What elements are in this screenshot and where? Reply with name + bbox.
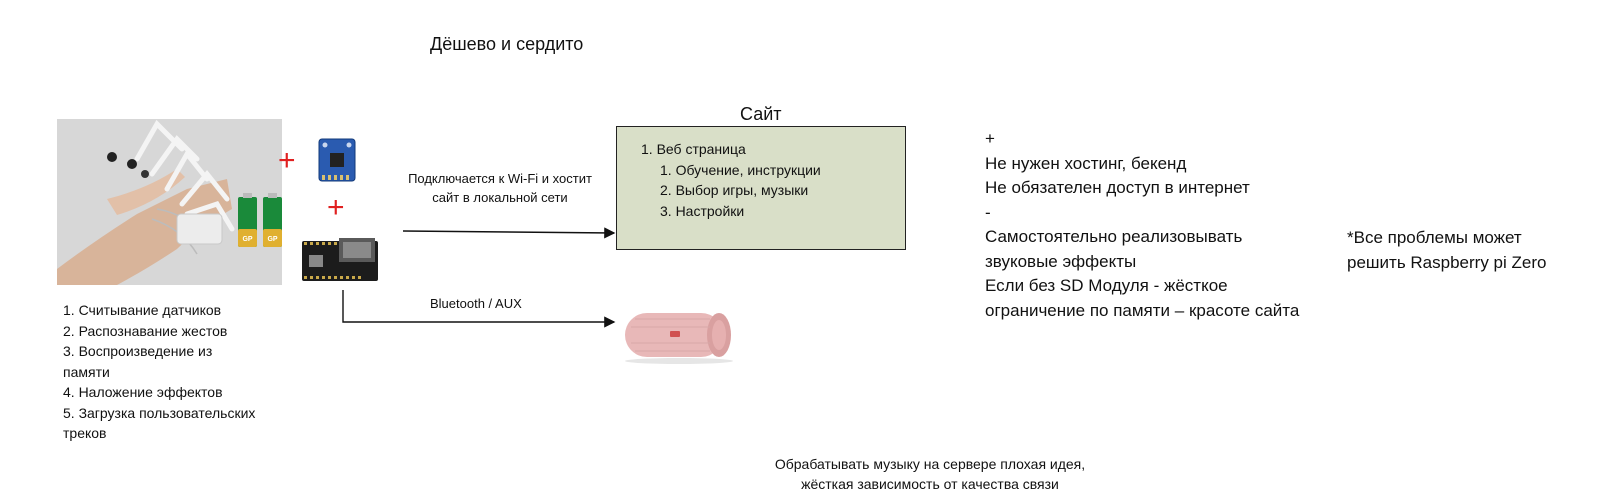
list-item: 1. Считывание датчиков — [63, 302, 222, 318]
site-sub-item: 3. Настройки — [660, 202, 745, 219]
wifi-arrow — [402, 227, 616, 239]
diagram-title: Дёшево и сердито — [430, 34, 584, 54]
list-item: памяти — [63, 363, 110, 380]
speaker-icon — [615, 305, 743, 370]
site-title: Сайт — [740, 104, 782, 124]
pros-cons-line: - — [985, 202, 991, 222]
pros-cons-line: звуковые эффекты — [985, 251, 1137, 271]
list-item: 2. Распознавание жестов — [63, 322, 228, 339]
list-item: 5. Загрузка пользовательских — [63, 404, 256, 421]
site-box: 1. Веб страница 1. Обучение, инструкции … — [616, 126, 906, 250]
pros-cons-line: Самостоятельно реализовывать — [985, 227, 1243, 246]
sensor-board-icon — [318, 135, 358, 190]
pros-cons-list: + Не нужен хостинг, бекенд Не обязателен… — [985, 127, 1345, 323]
plus-sign: + — [327, 191, 345, 224]
pros-cons-line: ограничение по памяти – красоте сайта — [985, 300, 1300, 320]
pros-cons-line: Не нужен хостинг, бекенд — [985, 153, 1187, 173]
feature-list: 1. Считывание датчиков 2. Распознавание … — [63, 300, 303, 444]
wifi-label: Подключается к Wi-Fi и хостит сайт в лок… — [408, 171, 592, 205]
list-item: треков — [63, 425, 107, 441]
svg-text:GP: GP — [267, 236, 277, 243]
site-sub-item: 2. Выбор игры, музыки — [660, 182, 809, 198]
pros-cons-line: Если без SD Модуля - жёсткое — [985, 276, 1228, 295]
pros-cons-line: + — [985, 129, 995, 148]
plus-sign: + — [278, 144, 296, 177]
bottom-note: Обрабатывать музыку на сервере плохая ид… — [774, 456, 1086, 492]
battery-icon: GP GP — [236, 191, 286, 254]
bluetooth-label: Bluetooth / AUX — [430, 296, 522, 311]
pros-cons-line: Не обязателен доступ в интернет — [985, 178, 1250, 197]
raspberry-note: *Все проблемы может решить Raspberry pi … — [1347, 228, 1547, 272]
site-sub-item: 1. Обучение, инструкции — [660, 161, 821, 178]
site-item-main: 1. Веб страница — [641, 141, 746, 157]
esp32-board-icon — [301, 237, 379, 290]
list-item: 3. Воспроизведение из — [63, 343, 213, 359]
list-item: 4. Наложение эффектов — [63, 384, 223, 400]
svg-text:GP: GP — [242, 236, 252, 243]
